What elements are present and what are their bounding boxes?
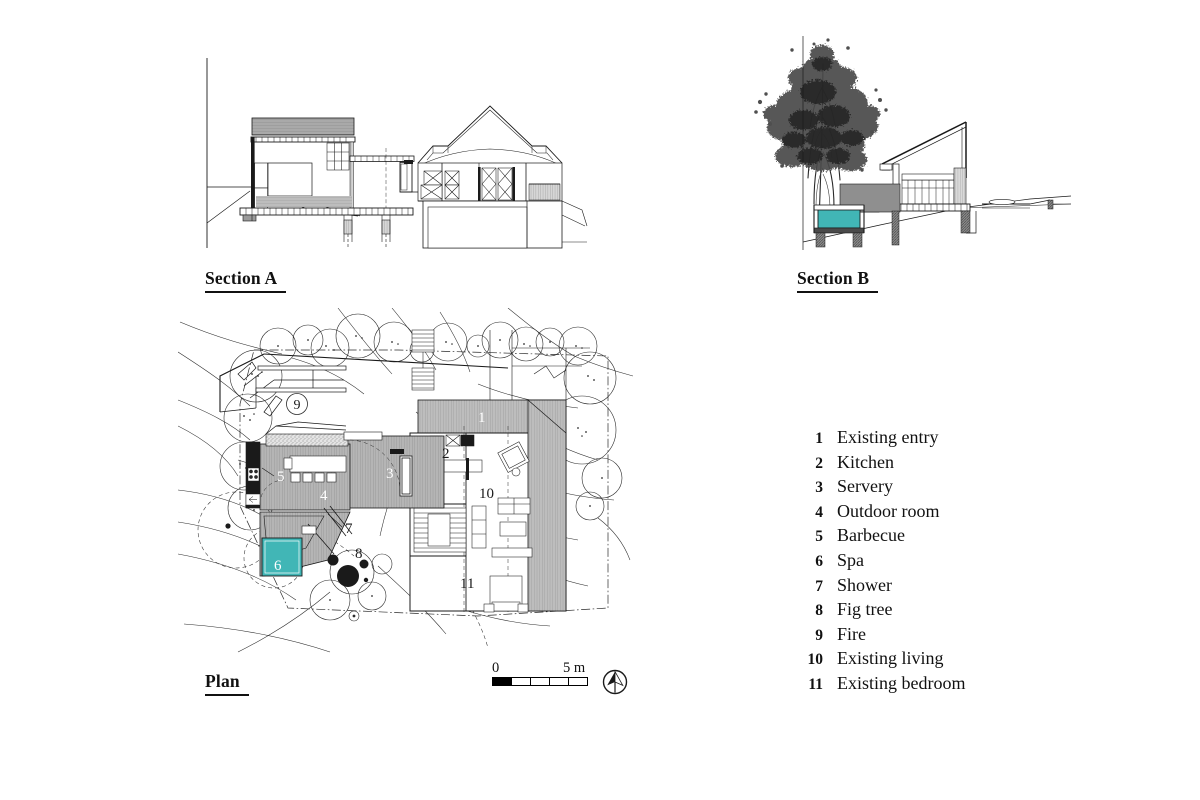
legend-number: 11 bbox=[808, 675, 823, 693]
legend-number: 4 bbox=[815, 503, 823, 521]
legend-number: 10 bbox=[807, 651, 824, 669]
legend: 1 Existing entry 2 Kitchen 3 Servery 4 O… bbox=[793, 427, 1053, 698]
scale-segment bbox=[531, 678, 550, 685]
plan-title: Plan bbox=[205, 671, 249, 696]
legend-item-5: 5 Barbecue bbox=[793, 525, 1053, 550]
callout-2: 2 bbox=[442, 446, 450, 462]
legend-item-3: 3 Servery bbox=[793, 476, 1053, 501]
section-a-title: Section A bbox=[205, 268, 287, 293]
callout-5: 5 bbox=[277, 469, 285, 485]
callout-1: 1 bbox=[478, 410, 486, 426]
north-arrow-icon bbox=[601, 668, 629, 696]
entry-stair bbox=[411, 329, 435, 391]
scale-bar-graphic bbox=[492, 677, 588, 686]
living-furniture bbox=[471, 441, 533, 558]
legend-number: 6 bbox=[815, 552, 823, 570]
scale-segment bbox=[550, 678, 569, 685]
legend-number: 9 bbox=[815, 626, 823, 644]
callout-9: 9 bbox=[294, 398, 301, 413]
fig-tree-trunks bbox=[225, 523, 369, 587]
scale-segment-filled bbox=[493, 678, 512, 685]
bedroom-furniture bbox=[483, 575, 529, 613]
legend-item-8: 8 Fig tree bbox=[793, 599, 1053, 624]
callout-3: 3 bbox=[386, 466, 394, 482]
section-b-title: Section B bbox=[797, 268, 879, 293]
tree-elevation bbox=[754, 38, 888, 225]
legend-label: Existing living bbox=[837, 648, 944, 669]
legend-label: Fig tree bbox=[837, 599, 893, 620]
legend-label: Existing bedroom bbox=[837, 672, 966, 693]
scale-bar-labels: 0 5 m bbox=[492, 660, 592, 677]
site-boundary bbox=[239, 349, 609, 617]
plan-svg: 1 3 4 5 6 2 7 8 10 11 9 bbox=[177, 307, 634, 653]
callout-7: 7 bbox=[345, 521, 353, 537]
callout-6: 6 bbox=[274, 558, 282, 574]
legend-label: Servery bbox=[837, 476, 893, 497]
legend-label: Outdoor room bbox=[837, 500, 940, 521]
callout-9-circle: 9 bbox=[286, 393, 308, 415]
legend-item-7: 7 Shower bbox=[793, 575, 1053, 600]
servery-deck bbox=[345, 435, 445, 509]
section-a-svg bbox=[206, 58, 588, 249]
spa-pool-fill bbox=[817, 208, 861, 229]
legend-number: 2 bbox=[815, 454, 823, 472]
legend-number: 1 bbox=[815, 430, 823, 447]
legend-label: Spa bbox=[837, 549, 864, 570]
plan-drawing: 1 3 4 5 6 2 7 8 10 11 9 bbox=[177, 307, 634, 653]
callout-11: 11 bbox=[460, 576, 474, 592]
section-b-svg bbox=[754, 36, 1072, 250]
section-a-drawing bbox=[190, 50, 590, 255]
legend-label: Existing entry bbox=[837, 427, 939, 447]
legend-item-1: 1 Existing entry bbox=[793, 427, 1053, 452]
scale-bar: 0 5 m bbox=[492, 660, 592, 686]
legend-number: 8 bbox=[815, 602, 823, 620]
callout-8: 8 bbox=[355, 546, 363, 562]
legend-label: Kitchen bbox=[837, 451, 894, 472]
legend-number: 5 bbox=[815, 528, 823, 546]
callout-4: 4 bbox=[320, 488, 328, 504]
scale-segment bbox=[512, 678, 531, 685]
legend-item-6: 6 Spa bbox=[793, 550, 1053, 575]
legend-item-2: 2 Kitchen bbox=[793, 452, 1053, 477]
legend-label: Barbecue bbox=[837, 525, 905, 546]
scale-segment bbox=[569, 678, 587, 685]
legend-item-9: 9 Fire bbox=[793, 624, 1053, 649]
legend-number: 7 bbox=[815, 577, 823, 595]
section-b-drawing bbox=[730, 28, 1075, 256]
legend-item-11: 11 Existing bedroom bbox=[793, 673, 1053, 698]
legend-label: Fire bbox=[837, 623, 866, 644]
scale-end-label: 5 m bbox=[563, 660, 586, 676]
interior-stair bbox=[413, 507, 467, 553]
legend-item-4: 4 Outdoor room bbox=[793, 501, 1053, 526]
legend-label: Shower bbox=[837, 574, 892, 595]
legend-number: 3 bbox=[815, 479, 823, 497]
tree-centre-dots bbox=[239, 335, 603, 601]
legend-item-10: 10 Existing living bbox=[793, 648, 1053, 673]
callout-10: 10 bbox=[479, 486, 494, 502]
dining-table bbox=[283, 455, 347, 483]
scale-start-label: 0 bbox=[492, 660, 500, 676]
plan-callout-labels: 1 3 4 5 6 2 7 8 10 11 bbox=[274, 410, 494, 592]
